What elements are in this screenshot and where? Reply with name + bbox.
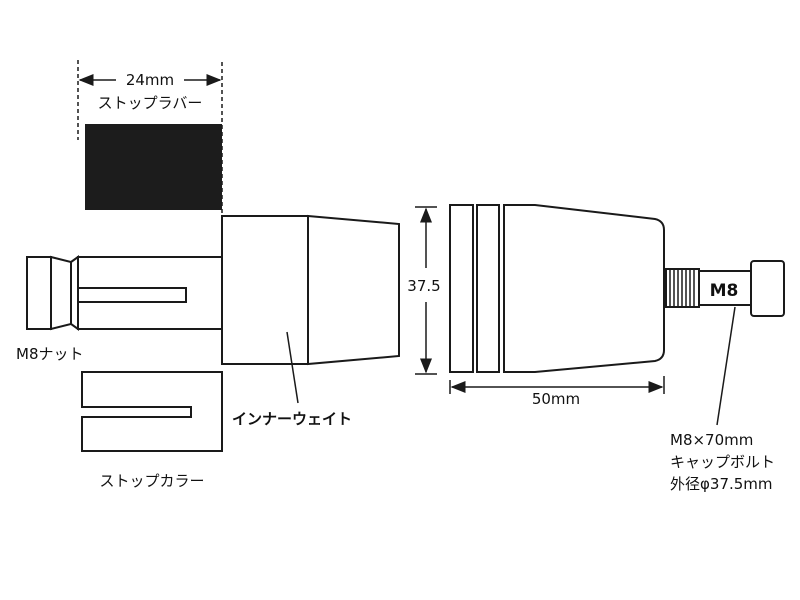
bolt-thread-label: M8 [710,281,739,301]
stop-rubber-group: 24mm ストップラバー [77,60,223,215]
bolt-spec-line-3: 外径φ37.5mm [670,475,773,493]
m8-nut-group: M8ナット [16,255,223,365]
inner-weight-group: インナーウェイト [221,214,400,428]
bolt-spec-line-2: キャップボルト [670,453,775,471]
stop-collar-shape [81,371,223,452]
length-dimension-label: 50mm [532,390,580,408]
stop-rubber-shape [85,124,222,210]
end-cap-ring-2 [476,204,500,373]
stop-rubber-width-label: 24mm [126,71,174,89]
nut-neck [70,255,79,331]
bolt-shank [698,270,752,306]
inner-weight-label: インナーウェイト [232,410,352,428]
bolt-head [750,260,785,317]
nut-taper [50,255,72,331]
inner-weight-leader-line [286,331,299,404]
nut-sleeve [77,256,223,330]
bolt-spec-line-1: M8×70mm [670,431,753,449]
m8-nut-label: M8ナット [16,345,84,363]
nut-head [26,256,52,330]
inner-weight-taper [307,214,400,366]
end-cap-group: 50mm [449,204,665,408]
bolt-thread-lines [669,270,695,306]
cap-bolt-group: M8 M8×70mm キャップボルト 外径φ37.5mm [665,260,785,493]
stop-rubber-label: ストップラバー [98,94,203,112]
stop-collar-group: ストップカラー [81,371,223,490]
stop-collar-label: ストップカラー [99,472,204,490]
bolt-leader-line [716,306,736,426]
inner-weight-body [221,215,309,365]
end-cap-body [503,204,665,373]
height-dimension-label: 37.5 [407,277,440,295]
height-dimension-group: 37.5 [407,206,441,375]
end-cap-ring-1 [449,204,474,373]
